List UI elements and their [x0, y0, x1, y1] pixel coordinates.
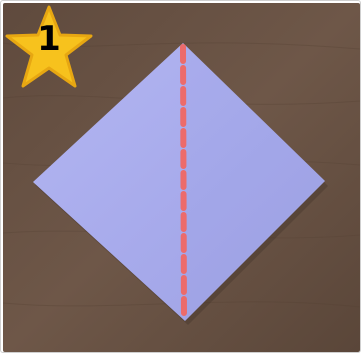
step-badge: 1	[3, 3, 95, 91]
fold-line-dashed	[183, 47, 184, 319]
step-number: 1	[3, 19, 95, 59]
